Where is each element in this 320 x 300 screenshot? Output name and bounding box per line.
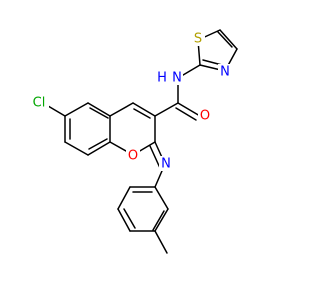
bonds <box>42 29 238 254</box>
bond <box>177 102 201 117</box>
atom-n-imine: N <box>159 156 173 172</box>
bond <box>64 141 89 156</box>
atom-label-n-thiazole: N <box>220 65 230 80</box>
bond <box>132 102 156 117</box>
bond <box>89 107 109 119</box>
atom-label-nh-n: N <box>172 71 182 86</box>
bond <box>88 138 108 150</box>
bond <box>154 186 169 210</box>
atom-o-ring: O <box>126 148 140 164</box>
atom-n-thiazole: N <box>218 64 232 80</box>
atom-label-cl: Cl <box>33 96 46 111</box>
bond <box>219 29 238 50</box>
bond <box>87 102 111 117</box>
molecule-structure: Cl O N H N O S N <box>29 29 238 254</box>
bond <box>123 208 136 229</box>
bond <box>154 208 169 232</box>
atom-s: S <box>191 31 205 47</box>
atom-label-n-imine: N <box>161 157 171 172</box>
atom-label-s: S <box>194 32 202 47</box>
bond <box>152 210 165 231</box>
bond <box>154 102 179 117</box>
bond <box>64 102 89 117</box>
bond <box>87 141 111 156</box>
bond <box>133 108 151 119</box>
atom-nh: H N <box>155 70 183 86</box>
bond <box>175 107 197 121</box>
bond <box>149 145 161 169</box>
bond <box>154 230 168 254</box>
bond <box>117 186 131 210</box>
bond <box>217 31 233 48</box>
atom-o-carbonyl: O <box>198 108 212 124</box>
atom-label-o-carbonyl: O <box>200 109 210 124</box>
atom-cl: Cl <box>29 95 49 111</box>
bond <box>109 102 134 117</box>
bond <box>117 208 131 232</box>
atom-label-o-ring: O <box>128 149 138 164</box>
atom-label-nh-h: H <box>157 71 167 86</box>
